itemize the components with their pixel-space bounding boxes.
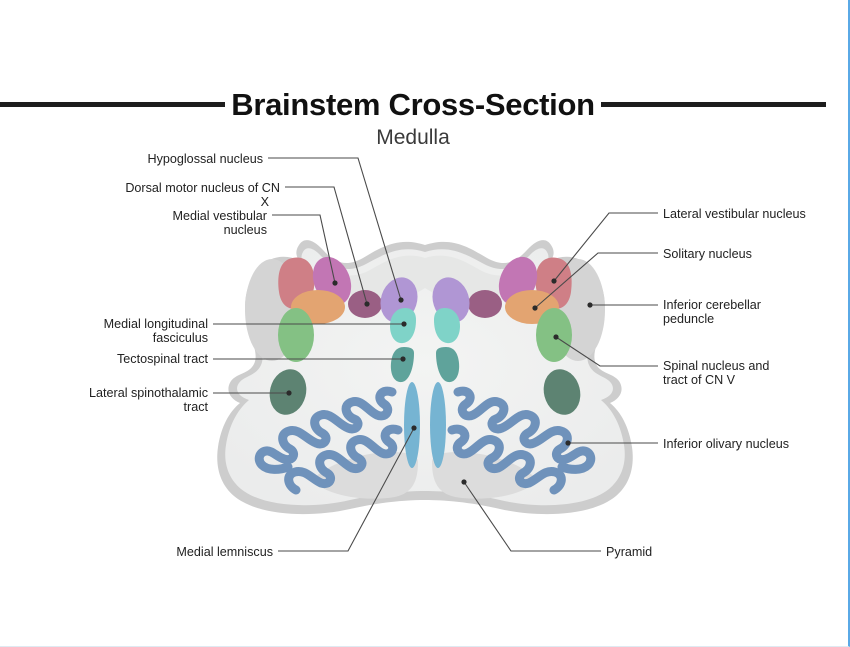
- page-title: Brainstem Cross-Section: [231, 86, 595, 122]
- label-tectospinal-tract: Tectospinal tract: [117, 352, 208, 366]
- label-hypoglossal-nucleus: Hypoglossal nucleus: [147, 152, 263, 166]
- leader-pyramid: [463, 481, 601, 552]
- leader-solitary-nucleus: [534, 252, 658, 309]
- label-spinal-nucleus-cn-v-line1: Spinal nucleus and: [663, 359, 769, 373]
- label-medial-vestibular-nucleus-line1: Medial vestibular: [173, 209, 268, 223]
- page-subtitle: Medulla: [376, 126, 450, 149]
- label-dorsal-motor-nucleus-line2: X: [261, 195, 270, 209]
- leader-lateral-vestibular-nucleus: [553, 212, 658, 282]
- callout-medial-vestibular-nucleus: Medial vestibular nucleus: [173, 209, 338, 286]
- leader-dot-lateral-spinothalamic-tract: [286, 390, 292, 396]
- tectospinal-tract-group: [390, 347, 460, 383]
- title-rule-right: [600, 101, 827, 107]
- leader-dot-medial-vestibular-nucleus: [332, 280, 338, 286]
- title-row: Brainstem Cross-Section: [0, 84, 827, 124]
- inferior-olivary-nucleus-right-lower: [447, 424, 566, 495]
- callout-solitary-nucleus: Solitary nucleus: [532, 247, 752, 311]
- callout-medial-longitudinal-fasciculus: Medial longitudinal fasciculus: [104, 317, 407, 345]
- leader-dot-medial-longitudinal-fasciculus: [401, 321, 407, 327]
- callout-tectospinal-tract: Tectospinal tract: [117, 352, 406, 366]
- leader-spinal-nucleus-cn-v: [555, 336, 658, 367]
- title-rule-left: [0, 101, 226, 107]
- callout-lateral-vestibular-nucleus: Lateral vestibular nucleus: [551, 207, 806, 284]
- tectospinal-tract-right: [436, 347, 460, 383]
- callout-inferior-cerebellar-peduncle: Inferior cerebellar peduncle: [587, 298, 761, 326]
- leader-dot-inferior-cerebellar-peduncle: [587, 302, 593, 308]
- spinal-nucleus-cn-v-group: [278, 308, 572, 362]
- leader-dot-hypoglossal-nucleus: [398, 297, 404, 303]
- spinal-nucleus-cn-v-left: [278, 308, 314, 362]
- leader-dot-spinal-nucleus-cn-v: [553, 334, 559, 340]
- inferior-olivary-nucleus-right: [453, 386, 596, 474]
- label-solitary-nucleus: Solitary nucleus: [663, 247, 752, 261]
- inferior-olivary-nucleus-left-lower: [284, 424, 403, 495]
- label-dorsal-motor-nucleus-line1: Dorsal motor nucleus of CN: [125, 181, 280, 195]
- inferior-olivary-nucleus-group: [254, 386, 596, 495]
- leader-medial-lemniscus: [278, 427, 415, 552]
- medial-longitudinal-fasciculus-right: [434, 308, 460, 344]
- label-lateral-spinothalamic-tract-line2: tract: [184, 400, 209, 414]
- leader-medial-vestibular-nucleus: [272, 214, 336, 284]
- callout-hypoglossal-nucleus: Hypoglossal nucleus: [147, 152, 404, 303]
- label-lateral-spinothalamic-tract-line1: Lateral spinothalamic: [89, 386, 208, 400]
- leader-dorsal-motor-nucleus: [285, 186, 368, 305]
- spinal-nucleus-cn-v-right: [536, 308, 572, 362]
- label-lateral-vestibular-nucleus: Lateral vestibular nucleus: [663, 207, 806, 221]
- medial-lemniscus-left: [404, 382, 420, 468]
- label-medial-longitudinal-fasciculus-line2: fasciculus: [153, 331, 208, 345]
- leader-dot-solitary-nucleus: [532, 305, 538, 311]
- callout-spinal-nucleus-cn-v: Spinal nucleus and tract of CN V: [553, 334, 769, 387]
- callout-medial-lemniscus: Medial lemniscus: [176, 425, 417, 559]
- medulla-inner-shading: [319, 255, 531, 300]
- label-inferior-olivary-nucleus: Inferior olivary nucleus: [663, 437, 789, 451]
- leader-hypoglossal-nucleus: [268, 157, 402, 301]
- dorsal-motor-nucleus-right: [468, 290, 502, 318]
- leader-dot-lateral-vestibular-nucleus: [551, 278, 557, 284]
- label-inferior-cerebellar-peduncle-line1: Inferior cerebellar: [663, 298, 761, 312]
- medial-lemniscus-group: [404, 382, 446, 468]
- leader-dot-tectospinal-tract: [400, 356, 406, 362]
- callout-inferior-olivary-nucleus: Inferior olivary nucleus: [565, 437, 789, 451]
- label-inferior-cerebellar-peduncle-line2: peduncle: [663, 312, 714, 326]
- inferior-olivary-nucleus-left: [254, 386, 397, 474]
- label-medial-longitudinal-fasciculus-line1: Medial longitudinal: [104, 317, 208, 331]
- leader-dot-dorsal-motor-nucleus: [364, 301, 370, 307]
- callout-dorsal-motor-nucleus: Dorsal motor nucleus of CN X: [125, 181, 370, 307]
- leader-dot-inferior-olivary-nucleus: [565, 440, 571, 446]
- label-spinal-nucleus-cn-v-line2: tract of CN V: [663, 373, 736, 387]
- label-pyramid: Pyramid: [606, 545, 652, 559]
- callout-lateral-spinothalamic-tract: Lateral spinothalamic tract: [89, 386, 292, 414]
- label-medial-lemniscus: Medial lemniscus: [176, 545, 273, 559]
- leader-dot-pyramid: [461, 479, 467, 485]
- leader-dot-medial-lemniscus: [411, 425, 417, 431]
- medial-lemniscus-right: [430, 382, 446, 468]
- lateral-spinothalamic-tract-right: [543, 369, 581, 415]
- callout-pyramid: Pyramid: [461, 479, 652, 559]
- tectospinal-tract-left: [390, 347, 414, 383]
- label-medial-vestibular-nucleus-line2: nucleus: [224, 223, 267, 237]
